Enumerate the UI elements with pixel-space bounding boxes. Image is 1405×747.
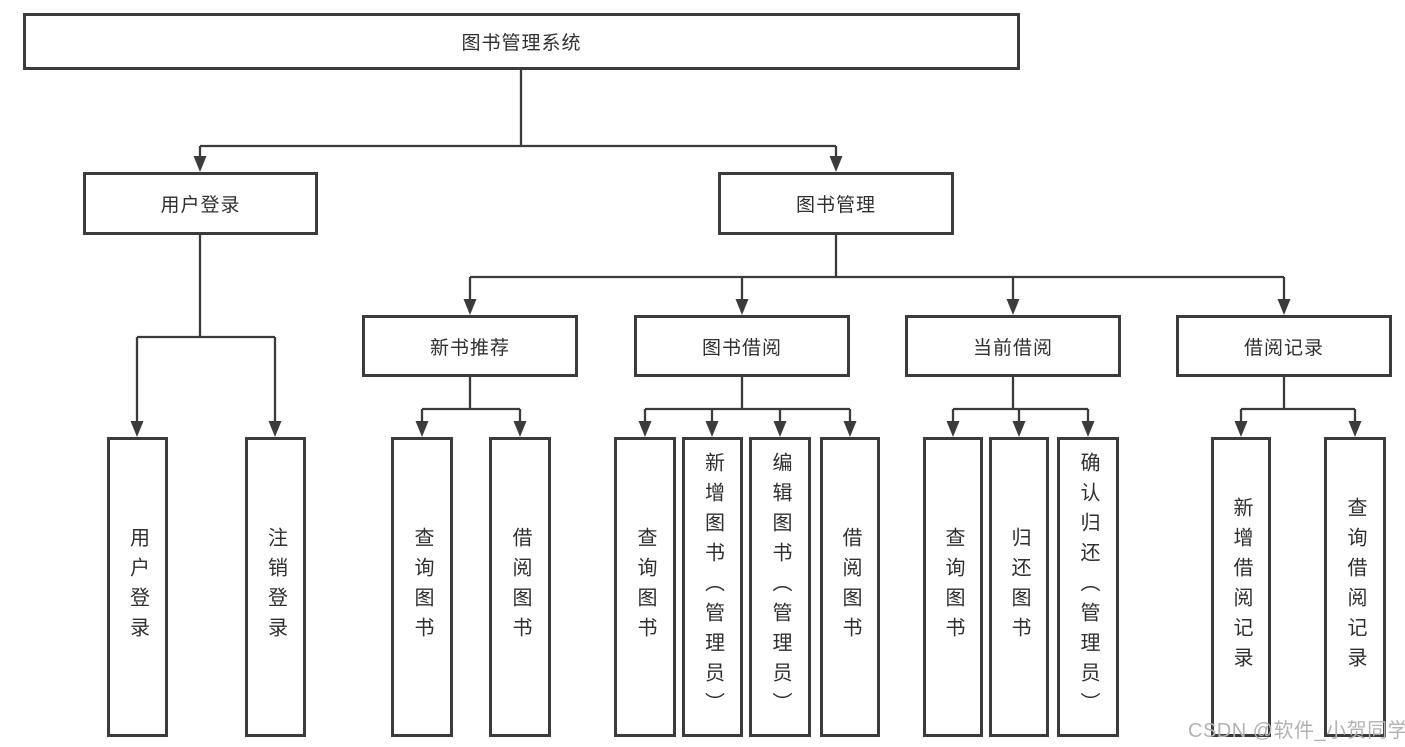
leaf-current-query-books: 查询图书 (923, 437, 983, 737)
node-book-borrowing: 图书借阅 (634, 315, 850, 377)
leaf-login-user-login: 用户登录 (107, 437, 168, 737)
node-book-management: 图书管理 (718, 172, 954, 235)
leaf-borrow-borrow-books-label: 借阅图书 (839, 527, 861, 647)
node-book-borrowing-label: 图书借阅 (701, 337, 782, 359)
node-book-management-label: 图书管理 (795, 195, 876, 216)
leaf-records-add-borrow-record-label: 新增借阅记录 (1230, 497, 1252, 677)
csdn-watermark: CSDN @软件_小贺同学 (1188, 720, 1405, 742)
leaf-current-confirm-return-admin: 确认归还（管理员） (1057, 437, 1119, 737)
leaf-recommend-query-books-label: 查询图书 (411, 527, 433, 647)
leaf-borrow-query-books-label: 查询图书 (634, 527, 656, 647)
node-root: 图书管理系统 (23, 13, 1020, 70)
leaf-borrow-edit-books-admin: 编辑图书（管理员） (749, 437, 811, 737)
node-current-borrowing: 当前借阅 (905, 315, 1121, 377)
node-borrowing-records-label: 借阅记录 (1243, 337, 1324, 359)
leaf-borrow-query-books: 查询图书 (614, 437, 676, 737)
leaf-borrow-borrow-books: 借阅图书 (820, 437, 880, 737)
leaf-recommend-borrow-books-label: 借阅图书 (509, 527, 531, 647)
leaf-borrow-add-books-admin-label: 新增图书（管理员） (701, 452, 724, 722)
node-new-book-recommend: 新书推荐 (362, 315, 578, 377)
node-user-login-label: 用户登录 (160, 195, 241, 216)
leaf-current-confirm-return-admin-label: 确认归还（管理员） (1077, 452, 1099, 722)
leaf-recommend-borrow-books: 借阅图书 (489, 437, 551, 737)
leaf-borrow-add-books-admin: 新增图书（管理员） (682, 437, 743, 737)
leaf-current-query-books-label: 查询图书 (942, 527, 964, 647)
leaf-borrow-edit-books-admin-label: 编辑图书（管理员） (769, 452, 791, 722)
node-new-book-recommend-label: 新书推荐 (429, 337, 510, 359)
leaf-records-query-borrow-record: 查询借阅记录 (1324, 437, 1386, 737)
node-user-login: 用户登录 (83, 172, 318, 235)
node-borrowing-records: 借阅记录 (1176, 315, 1392, 377)
leaf-current-return-books-label: 归还图书 (1008, 527, 1030, 647)
leaf-recommend-query-books: 查询图书 (391, 437, 453, 737)
node-current-borrowing-label: 当前借阅 (972, 337, 1053, 359)
leaf-records-query-borrow-record-label: 查询借阅记录 (1344, 497, 1366, 677)
node-root-label: 图书管理系统 (461, 33, 582, 54)
leaf-records-add-borrow-record: 新增借阅记录 (1211, 437, 1271, 737)
leaf-login-logout-label: 注销登录 (264, 527, 287, 647)
leaf-login-user-login-label: 用户登录 (126, 527, 149, 647)
leaf-current-return-books: 归还图书 (989, 437, 1049, 737)
leaf-login-logout: 注销登录 (245, 437, 306, 737)
